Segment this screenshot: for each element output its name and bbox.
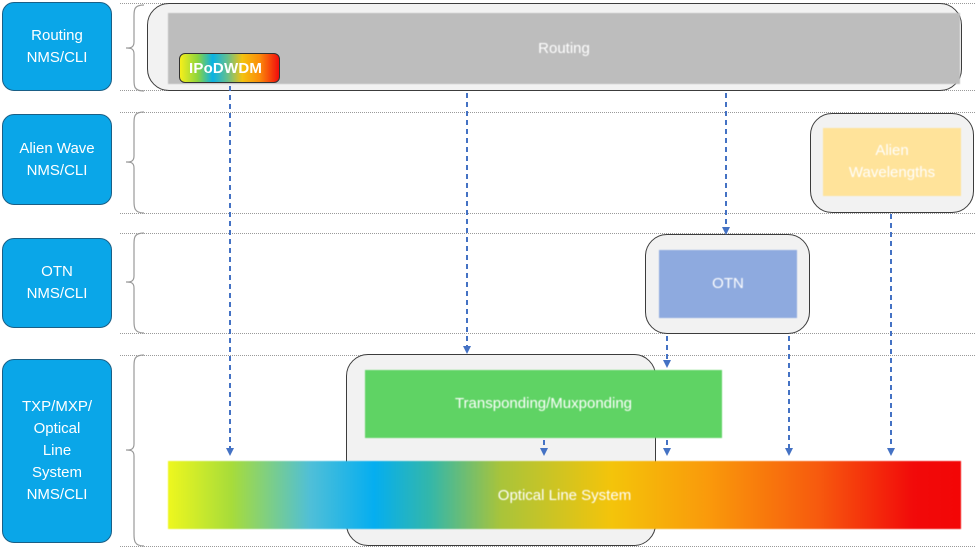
transponding-block: Transponding/Muxponding [365,370,722,438]
nms-routing-box: Routing NMS/CLI [2,2,112,91]
optical-line-system-label: Optical Line System [497,486,632,504]
ipodwdm-label: IPoDWDM [189,59,263,77]
nms-txp-box: TXP/MXP/ Optical Line System NMS/CLI [2,359,112,543]
otn-block: OTN [659,250,797,318]
nms-otn-box: OTN NMS/CLI [2,238,112,328]
otn-label: OTN [712,275,744,292]
alien-wavelengths-block: Alien Wavelengths [823,128,961,196]
lane-alien-bracket [125,111,145,214]
lane-otn-bracket [125,232,145,334]
lane-alien-outline [120,112,975,214]
lane-txp-bracket [125,354,145,547]
lane-otn-outline [120,233,975,334]
routing-block: Routing [168,13,960,84]
transponding-label: Transponding/Muxponding [454,395,633,412]
nms-alien-wave-box: Alien Wave NMS/CLI [2,114,112,205]
ipodwdm-badge: IPoDWDM [179,53,280,83]
routing-label: Routing [538,39,590,57]
alien-wavelengths-label: Alien Wavelengths [848,142,936,181]
lane-routing-bracket [125,4,145,92]
optical-line-system-bar: Optical Line System [168,461,961,529]
